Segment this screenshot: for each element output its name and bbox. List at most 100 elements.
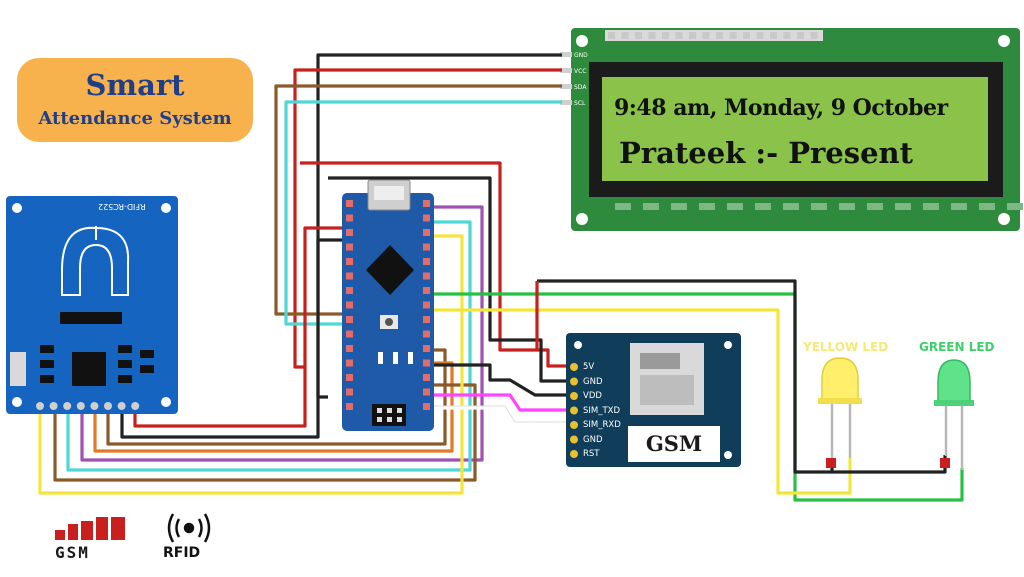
lcd-header-pin	[702, 32, 710, 39]
lcd-pad	[615, 203, 631, 210]
lcd-header-pin	[675, 32, 683, 39]
lcd-header-pins	[605, 30, 823, 41]
gsm-pin-sim-rxd: SIM_RXD	[583, 420, 621, 430]
gsm-pin-vdd: VDD	[583, 391, 602, 401]
gsm-logo-icon	[55, 517, 125, 540]
green-led	[934, 359, 974, 470]
lcd-screen	[602, 77, 988, 181]
wire-lcd-vcc	[293, 68, 562, 369]
green-led-label: GREEN LED	[919, 340, 995, 354]
arduino-pin-right	[423, 316, 430, 323]
yellow-led-label: YELLOW LED	[803, 340, 889, 354]
arduino-pin-left	[346, 374, 353, 381]
lcd-pad	[923, 203, 939, 210]
rfid-pin	[36, 402, 44, 410]
lcd-line-1: 9:48 am, Monday, 9 October	[614, 95, 948, 121]
lcd-module	[560, 28, 1023, 231]
lcd-pad	[1007, 203, 1023, 210]
arduino-pin-left	[346, 200, 353, 207]
arduino-pin-right	[423, 301, 430, 309]
rfid-module	[6, 196, 178, 414]
led-solder-points	[826, 458, 950, 468]
gsm-pin	[570, 392, 578, 400]
arduino-pin-left	[346, 345, 353, 352]
arduino-pin-left	[346, 258, 353, 265]
arduino-pin-left	[346, 388, 353, 396]
arduino-pin-left	[346, 330, 353, 338]
arduino-pin-left	[346, 214, 353, 222]
lcd-header-pin	[743, 32, 750, 39]
wire-lcd-scl	[284, 100, 562, 326]
arduino-pin-right	[423, 330, 430, 338]
lcd-header-pin	[662, 32, 669, 39]
rfid-pin	[131, 402, 140, 410]
gsm-module-label: GSM	[628, 426, 720, 462]
lcd-header-pin	[810, 32, 818, 39]
wire-rfid-brown2	[53, 383, 477, 482]
lcd-header-pin	[756, 32, 764, 39]
lcd-pad	[783, 203, 799, 210]
wire-rfid-cyan	[66, 220, 472, 472]
lcd-pad	[811, 203, 827, 210]
lcd-pad	[951, 203, 967, 210]
lcd-mount-hole	[576, 213, 588, 225]
rfid-logo-text: RFID	[163, 545, 201, 561]
arduino-pin-right	[423, 345, 430, 352]
lcd-header-pin	[770, 32, 777, 39]
lcd-line-2: Prateek :- Present	[619, 136, 913, 170]
lcd-pad	[979, 203, 995, 210]
arduino-leds	[378, 352, 413, 364]
gsm-pin-gnd: GND	[583, 377, 603, 387]
lcd-bottom-pads	[615, 203, 1023, 210]
arduino-pin-right	[423, 403, 430, 410]
lcd-pin-vcc: VCC	[574, 68, 587, 75]
lcd-header-pin	[635, 32, 642, 39]
arduino-pin-right	[423, 287, 430, 294]
rfid-pin	[63, 402, 72, 410]
wire-rfid-orange	[93, 361, 454, 453]
wire-rfid-yellow	[38, 234, 464, 495]
wire-gsm-vdd	[430, 363, 566, 397]
arduino-chip	[366, 245, 414, 295]
rfid-antenna	[61, 226, 130, 296]
wire-gsm-rxd	[430, 406, 566, 426]
wire-yellow-led	[430, 308, 852, 495]
title-banner: Smart Attendance System	[17, 58, 253, 142]
rfid-pin	[49, 402, 58, 410]
lcd-mount-hole	[998, 213, 1010, 225]
rfid-signal-icon	[167, 513, 211, 543]
lcd-mount-hole	[576, 35, 588, 47]
lcd-pin-gnd: GND	[574, 52, 588, 59]
rfid-pin	[76, 402, 85, 410]
lcd-pad	[643, 203, 659, 210]
title-main: Smart	[85, 68, 185, 102]
arduino-pin-right	[423, 229, 430, 236]
wire-black-gsm-gnd	[328, 176, 566, 383]
rfid-pin	[117, 402, 126, 410]
wire-rfid-black	[120, 238, 345, 439]
gsm-pin	[570, 406, 578, 415]
lcd-pad	[671, 203, 687, 210]
wire-gsm-txd	[430, 393, 566, 412]
wires	[38, 53, 964, 502]
lcd-pad	[839, 203, 855, 210]
arduino-pin-left	[346, 301, 353, 309]
lcd-pad	[727, 203, 743, 210]
rfid-board-label: RFID-RC522	[98, 202, 146, 211]
arduino-pin-left	[346, 229, 353, 236]
wire-rfid-purple	[80, 205, 484, 462]
lcd-pad	[867, 203, 883, 210]
gsm-pin	[570, 435, 578, 444]
arduino-pin-left	[346, 403, 353, 410]
rfid-board	[6, 196, 178, 414]
gsm-logo-text: GSM	[55, 543, 90, 562]
gsm-pin	[570, 363, 578, 371]
arduino-board	[342, 193, 434, 431]
lcd-header-pin	[689, 32, 696, 39]
gsm-pin-sim-txd: SIM_TXD	[583, 406, 621, 416]
gsm-pin-gnd-2: GND	[583, 435, 603, 445]
gsm-pin	[570, 421, 578, 429]
arduino-nano	[342, 179, 434, 431]
lcd-pin-sda: SDA	[574, 84, 587, 91]
lcd-header-pin	[783, 32, 791, 39]
